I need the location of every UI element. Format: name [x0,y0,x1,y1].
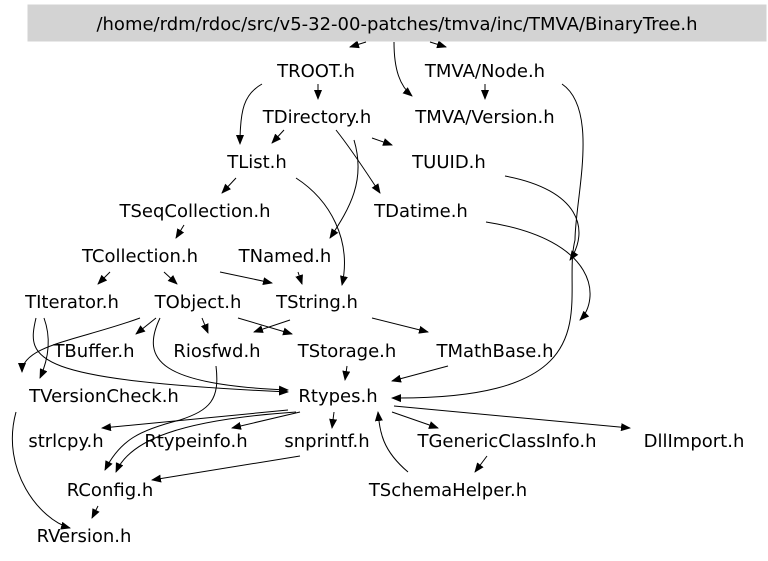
edge-tlist-to-tseqcollection [221,177,237,194]
edge-tobject-to-riosfwd [200,317,209,334]
edges-layer [11,40,631,530]
edge-tschemahelper-to-rtypes [374,411,409,473]
node-rversion[interactable]: RVersion.h [37,526,132,547]
node-tdirectory[interactable]: TDirectory.h [262,107,372,128]
edge-tdirectory-to-tdatime [335,129,381,194]
edge-troot-to-tlist [236,83,263,145]
edge-titerator-to-rtypes [32,317,289,396]
edge-tcollection-to-titerator [97,271,111,285]
node-riosfwd[interactable]: Riosfwd.h [173,341,260,362]
node-tstring[interactable]: TString.h [275,292,358,313]
edge-tuuid-to-rtypes [504,175,580,261]
edge-tmathbase-to-rtypes [391,365,449,383]
node-tcollection[interactable]: TCollection.h [81,246,198,267]
edge-tstring-to-riosfwd [253,319,291,333]
edge-root-to-troot [349,40,367,49]
edge-tversioncheck-to-rversion [11,411,71,530]
node-tstorage[interactable]: TStorage.h [297,341,397,362]
edge-snprintf-to-rconfig [151,455,301,483]
node-rconfig[interactable]: RConfig.h [67,480,154,501]
node-snprintf[interactable]: snprintf.h [284,431,369,452]
edge-tseqcollection-to-tcollection [175,224,185,239]
edge-tobject-to-rtypes [152,317,289,394]
nodes-layer: /home/rdm/rdoc/src/v5-32-00-patches/tmva… [24,4,767,547]
edge-tstorage-to-rtypes [342,365,351,381]
node-tlist[interactable]: TList.h [226,152,287,173]
node-titerator[interactable]: TIterator.h [24,292,119,313]
edge-rtypes-to-rconfig [115,411,297,473]
edge-tobject-to-tstorage [237,317,293,336]
edge-tgenericclassinfo-to-tschemahelper [474,455,488,473]
node-tmathbase[interactable]: TMathBase.h [436,341,554,362]
node-tuuid[interactable]: TUUID.h [411,152,486,173]
node-strlcpy[interactable]: strlcpy.h [28,431,103,452]
edge-rtypes-to-dllimport [393,405,631,432]
node-tmvaversion[interactable]: TMVA/Version.h [414,107,554,128]
edge-tlist-to-tstring [295,177,348,286]
node-tschemahelper[interactable]: TSchemaHelper.h [368,480,527,501]
root-node-box [27,4,767,42]
edge-tnamed-to-tstring [295,271,303,285]
edge-tcollection-to-tobject [163,271,178,285]
node-tbuffer[interactable]: TBuffer.h [52,341,134,362]
node-troot[interactable]: TROOT.h [276,61,355,82]
edge-tmvanode-to-rtypes [391,83,584,403]
node-tseqcollection[interactable]: TSeqCollection.h [118,201,270,222]
node-rtypes[interactable]: Rtypes.h [298,386,377,407]
edge-riosfwd-to-rconfig [104,365,218,471]
node-tmvanode[interactable]: TMVA/Node.h [424,61,545,82]
edge-rtypes-to-rtypeinfo [231,411,301,430]
edge-titerator-to-tversioncheck [39,317,49,379]
edge-tobject-to-tversioncheck [18,317,141,373]
edge-tcollection-to-tstring [219,271,273,286]
edge-rtypes-to-tgenericclassinfo [391,411,439,429]
edge-rconfig-to-rversion [91,505,100,519]
edge-tdatime-to-rtypes [485,221,591,321]
edge-rtypes-to-strlcpy [101,409,289,432]
root-node-label[interactable]: /home/rdm/rdoc/src/v5-32-00-patches/tmva… [96,14,697,35]
edge-tdirectory-to-tnamed [329,139,359,239]
edge-tobject-to-tbuffer [135,317,157,335]
edge-rtypes-to-snprintf [329,411,338,429]
edge-root-to-tmvaversion [393,41,413,97]
edge-tstring-to-tmathbase [371,317,429,334]
edge-tdirectory-to-tuuid [371,137,393,146]
node-tnamed[interactable]: TNamed.h [238,246,332,267]
node-rtypeinfo[interactable]: Rtypeinfo.h [144,431,247,452]
node-dllimport[interactable]: DllImport.h [644,431,745,452]
node-tobject[interactable]: TObject.h [154,292,242,313]
node-tversioncheck[interactable]: TVersionCheck.h [28,386,179,407]
edge-tdirectory-to-tlist [271,129,285,144]
node-tdatime[interactable]: TDatime.h [373,201,468,222]
node-tgenericclassinfo[interactable]: TGenericClassInfo.h [416,431,596,452]
edge-root-to-tmvanode [429,40,447,49]
